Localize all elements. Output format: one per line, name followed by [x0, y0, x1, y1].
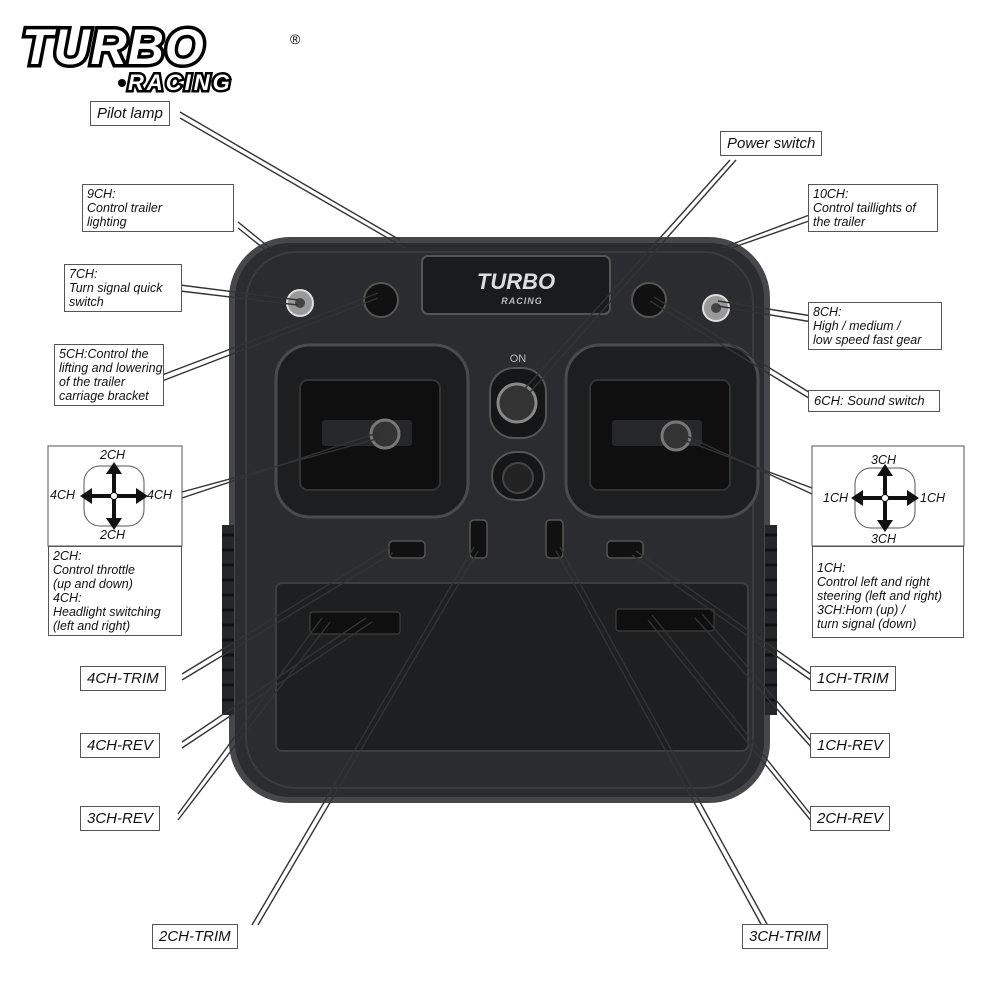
left-desc-line-6: (left and right) — [53, 619, 131, 633]
right-desc-line-4: 3CH:Horn (up) / — [817, 603, 906, 617]
right-stick[interactable] — [660, 420, 692, 452]
3ch-trim-slider[interactable] — [469, 519, 488, 559]
left-desc-line-3: (up and down) — [53, 577, 133, 591]
9ch-line-3: lighting — [87, 215, 127, 229]
left-cross-left: 4CH — [50, 488, 76, 502]
on-label: ON — [510, 353, 527, 365]
left-cross-arrows — [80, 462, 148, 530]
1ch-rev-label: 1CH-REV — [810, 733, 890, 758]
8ch-line-3: low speed fast gear — [813, 333, 922, 347]
left-stick-description: 2CH: Control throttle (up and down) 4CH:… — [48, 546, 182, 636]
2ch-trim-label: 2CH-TRIM — [152, 924, 238, 949]
left-cross-right: 4CH — [147, 488, 173, 502]
pilot-lamp-label: Pilot lamp — [90, 101, 170, 126]
3ch-trim-label: 3CH-TRIM — [742, 924, 828, 949]
10ch-line-2: Control taillights of — [813, 201, 916, 215]
left-stick[interactable] — [369, 418, 401, 450]
3ch-rev-label: 3CH-REV — [80, 806, 160, 831]
left-desc-line-2: Control throttle — [53, 563, 135, 577]
logo-top-text: TURBO — [22, 19, 205, 75]
right-cross-arrows — [851, 464, 919, 532]
4ch-trim-label: 4CH-TRIM — [80, 666, 166, 691]
5ch-knob[interactable] — [363, 282, 399, 318]
left-grip-ridges — [222, 525, 234, 715]
7ch-line-3: switch — [69, 295, 104, 309]
6ch-label: 6CH: Sound switch — [808, 390, 940, 412]
device-logo-top: TURBO — [477, 269, 555, 294]
1ch-trim-slider[interactable] — [606, 540, 644, 559]
2ch-trim-slider[interactable] — [545, 519, 564, 559]
9ch-line-1: 9CH: — [87, 187, 116, 201]
10ch-line-3: the trailer — [813, 215, 866, 229]
5ch-line-3: of the trailer — [59, 375, 126, 389]
right-cross-left: 1CH — [823, 491, 849, 505]
right-desc-line-1: 1CH: — [817, 561, 846, 575]
right-grip-ridges — [765, 525, 777, 715]
right-rev-switches[interactable] — [615, 608, 715, 632]
5ch-line-1: 5CH:Control the — [59, 347, 149, 361]
logo-bottom-text: RACING — [128, 70, 233, 94]
right-stick-description: 1CH: Control left and right steering (le… — [812, 546, 964, 638]
5ch-label: 5CH:Control the lifting and lowering of … — [54, 344, 164, 406]
device-logo-bottom: RACING — [501, 296, 543, 306]
10ch-label: 10CH: Control taillights of the trailer — [808, 184, 938, 232]
logo-dot — [118, 79, 126, 87]
left-desc-line-4: 4CH: — [53, 591, 82, 605]
leader-lines — [161, 111, 813, 927]
4ch-rev-label: 4CH-REV — [80, 733, 160, 758]
7ch-line-2: Turn signal quick — [69, 281, 163, 295]
10ch-line-1: 10CH: — [813, 187, 849, 201]
7ch-line-1: 7CH: — [69, 267, 98, 281]
right-desc-line-5: turn signal (down) — [817, 617, 917, 631]
right-cross-bottom: 3CH — [871, 532, 897, 546]
9ch-line-2: Control trailer — [87, 201, 163, 215]
right-cross-right: 1CH — [920, 491, 946, 505]
2ch-rev-label: 2CH-REV — [810, 806, 890, 831]
8ch-label: 8CH: High / medium / low speed fast gear — [808, 302, 942, 350]
6ch-knob[interactable] — [631, 282, 667, 318]
7ch-label: 7CH: Turn signal quick switch — [64, 264, 182, 312]
5ch-line-4: carriage bracket — [59, 389, 149, 403]
turbo-racing-logo: TURBO RACING ® — [19, 16, 302, 95]
right-desc-line-2: Control left and right — [817, 575, 930, 589]
left-desc-line-5: Headlight switching — [53, 605, 161, 619]
4ch-trim-slider[interactable] — [388, 540, 426, 559]
left-desc-line-1: 2CH: — [53, 549, 82, 563]
5ch-line-2: lifting and lowering — [59, 361, 163, 375]
power-knob[interactable] — [496, 382, 538, 424]
left-cross-bottom: 2CH — [100, 528, 126, 542]
left-cross-top: 2CH — [100, 448, 126, 462]
1ch-trim-label: 1CH-TRIM — [810, 666, 896, 691]
power-switch-label: Power switch — [720, 131, 823, 156]
right-desc-line-3: steering (left and right) — [817, 589, 943, 603]
9ch-label: 9CH: Control trailer lighting — [82, 184, 234, 232]
8ch-line-1: 8CH: — [813, 305, 842, 319]
lower-panel — [275, 582, 749, 752]
registered-mark: ® — [290, 31, 301, 47]
8ch-line-2: High / medium / — [813, 319, 901, 333]
right-cross-top: 3CH — [871, 453, 897, 467]
display-window — [421, 255, 611, 315]
